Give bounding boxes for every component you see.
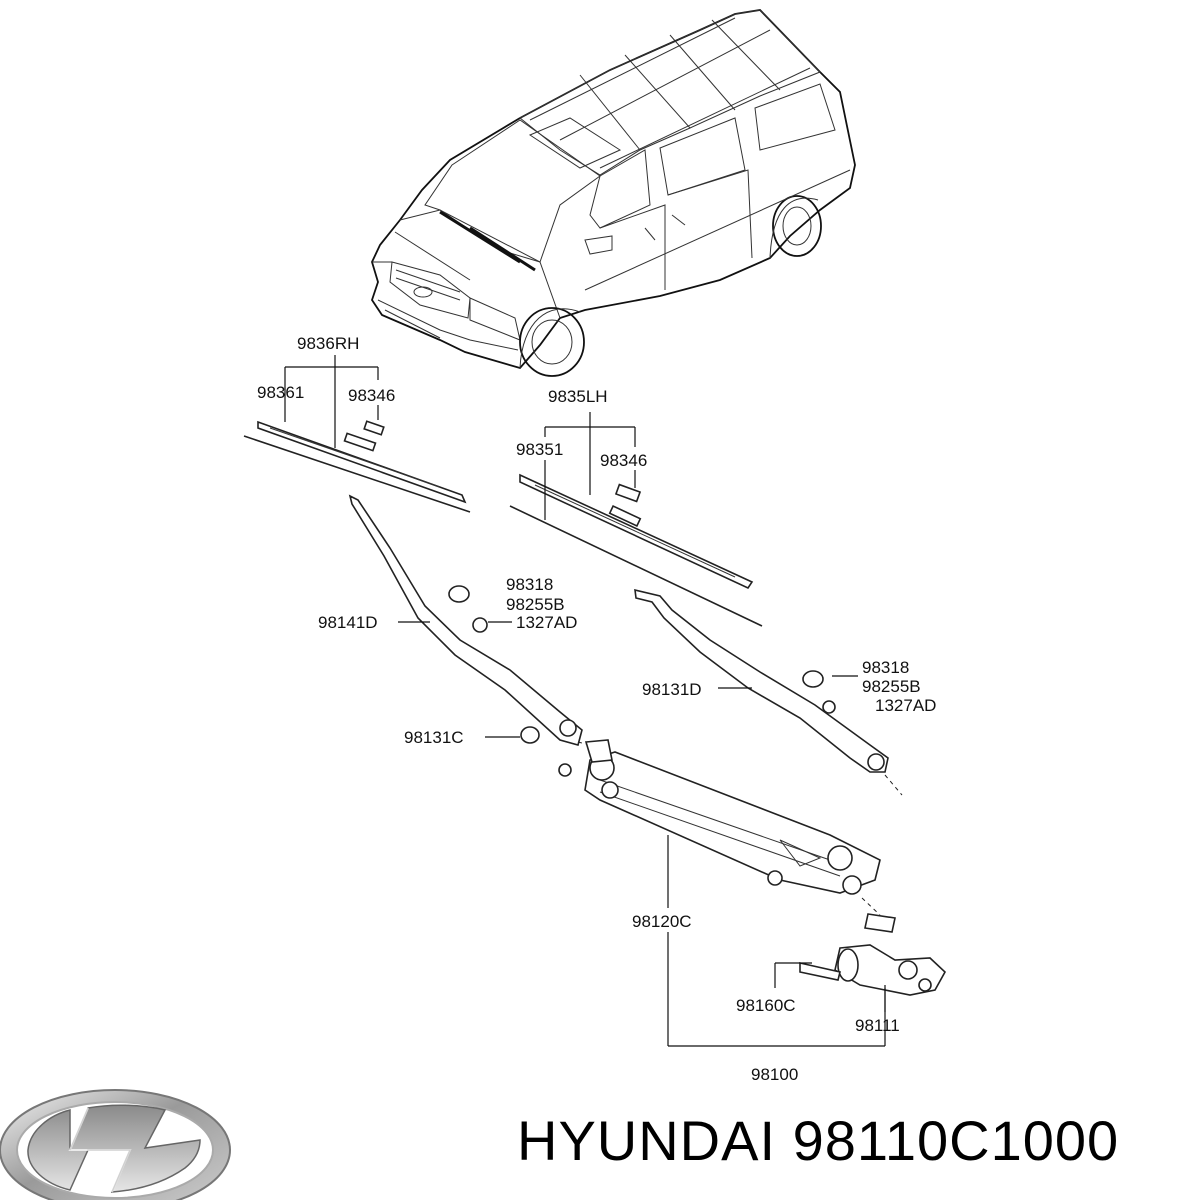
label-98120c: 98120C — [632, 912, 692, 931]
brand-name: HYUNDAI — [517, 1109, 777, 1172]
label-1327ad-lh: 1327AD — [875, 696, 936, 715]
dash-motor — [861, 897, 881, 916]
label-98141d: 98141D — [318, 613, 378, 632]
label-9835lh: 9835LH — [548, 387, 608, 406]
label-98131d: 98131D — [642, 680, 702, 699]
part-caption: HYUNDAI 98110C1000 — [517, 1108, 1197, 1178]
label-98255b-rh: 98255B — [506, 595, 565, 614]
rh-wiper-blade — [243, 420, 471, 513]
lh-wiper-arm — [634, 588, 889, 773]
label-98318-lh: 98318 — [862, 658, 909, 677]
wiper-linkage — [558, 739, 881, 895]
wiper-motor — [799, 913, 947, 996]
label-98160c: 98160C — [736, 996, 796, 1015]
label-98346-rh: 98346 — [348, 386, 395, 405]
label-98351: 98351 — [516, 440, 563, 459]
part-number: 98110C1000 — [792, 1109, 1120, 1172]
label-98100: 98100 — [751, 1065, 798, 1084]
pivot-nut-rh — [520, 726, 540, 744]
leader-9836rh — [284, 355, 379, 448]
label-98361: 98361 — [257, 383, 304, 402]
lh-wiper-blade — [509, 473, 763, 627]
rh-wiper-arm — [348, 494, 583, 746]
label-9836rh: 9836RH — [297, 334, 359, 353]
van-illustration — [371, 9, 856, 377]
label-98131c: 98131C — [404, 728, 464, 747]
label-98346-lh: 98346 — [600, 451, 647, 470]
label-98318-rh: 98318 — [506, 575, 553, 594]
leaders-lower — [667, 835, 886, 1047]
label-98111: 98111 — [855, 1016, 900, 1035]
label-98255b-lh: 98255B — [862, 677, 921, 696]
leader-9835lh — [544, 412, 636, 520]
leaders-lh-arm — [718, 675, 903, 796]
label-1327ad-rh: 1327AD — [516, 613, 577, 632]
hyundai-logo-icon — [0, 1089, 231, 1200]
leaders-rh-arm — [398, 621, 603, 749]
